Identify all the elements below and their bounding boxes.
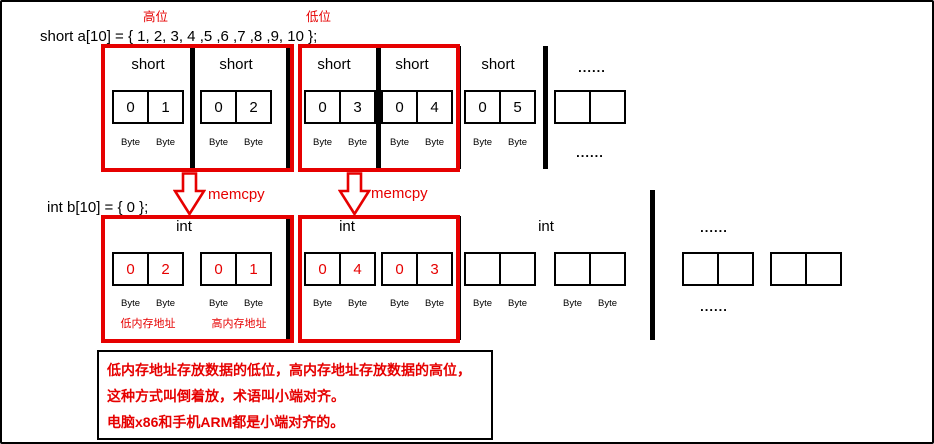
byte-cell (717, 252, 754, 286)
byte-cell (554, 252, 591, 286)
byte-cell (464, 252, 501, 286)
byte-unit-label: Byte (562, 298, 583, 309)
byte-cell: 0 (381, 90, 418, 124)
byte-unit-label: Byte (120, 137, 141, 148)
byte-unit-label: Byte (424, 137, 445, 148)
byte-cell: 0 (304, 90, 341, 124)
high-address-label: 高内存地址 (211, 318, 267, 330)
byte-unit-label: Byte (507, 137, 528, 148)
byte-unit-label: Byte (507, 298, 528, 309)
byte-cell: 4 (416, 90, 453, 124)
note-line-3: 电脑x86和手机ARM都是小端对齐的。 (107, 414, 345, 430)
memory-type-label: short (481, 56, 515, 73)
byte-unit-label: Byte (347, 137, 368, 148)
byte-unit-label: Byte (155, 298, 176, 309)
byte-unit-label: Byte (155, 137, 176, 148)
memcpy-label-left: memcpy (208, 186, 265, 203)
byte-cell (682, 252, 719, 286)
byte-cell: 0 (112, 90, 149, 124)
byte-cell: 3 (339, 90, 376, 124)
short-row-type-ellipsis: ...... (578, 60, 606, 75)
byte-cell: 0 (112, 252, 149, 286)
memory-divider-line (286, 46, 291, 169)
int-row-byte-ellipsis: ...... (700, 299, 728, 314)
low-address-label: 低内存地址 (120, 318, 176, 330)
byte-cell (499, 252, 536, 286)
note-line-2: 这种方式叫倒着放，术语叫小端对齐。 (107, 388, 345, 404)
byte-unit-label: Byte (120, 298, 141, 309)
memory-type-label: int (176, 218, 192, 235)
memory-type-label: int (339, 218, 355, 235)
short-array-declaration: short a[10] = { 1, 2, 3, 4 ,5 ,6 ,7 ,8 ,… (40, 28, 318, 45)
memory-type-label: short (395, 56, 429, 73)
byte-cell (589, 252, 626, 286)
byte-cell (805, 252, 842, 286)
memory-type-label: short (131, 56, 165, 73)
byte-cell (589, 90, 626, 124)
byte-cell: 0 (381, 252, 418, 286)
high-order-label: 高位 (143, 10, 169, 24)
byte-cell: 0 (464, 90, 501, 124)
byte-cell: 3 (416, 252, 453, 286)
note-box: 低内存地址存放数据的低位，高内存地址存放数据的高位， 这种方式叫倒着放，术语叫小… (97, 350, 493, 440)
byte-unit-label: Byte (389, 298, 410, 309)
byte-unit-label: Byte (597, 298, 618, 309)
low-order-label: 低位 (306, 10, 332, 24)
memory-type-label: int (538, 218, 554, 235)
byte-unit-label: Byte (389, 137, 410, 148)
memory-type-label: short (219, 56, 253, 73)
memory-divider-line (543, 46, 548, 169)
byte-cell: 4 (339, 252, 376, 286)
memcpy-arrow-icon-left (173, 172, 206, 216)
byte-cell: 2 (235, 90, 272, 124)
byte-unit-label: Byte (347, 298, 368, 309)
memory-divider-line (650, 190, 655, 340)
byte-cell: 1 (147, 90, 184, 124)
memory-type-label: short (317, 56, 351, 73)
byte-unit-label: Byte (472, 298, 493, 309)
byte-cell (770, 252, 807, 286)
memory-divider-line (376, 46, 381, 169)
byte-cell: 0 (200, 252, 237, 286)
memory-divider-line (286, 216, 291, 340)
memory-divider-line (456, 46, 461, 169)
byte-unit-label: Byte (243, 298, 264, 309)
byte-cell (554, 90, 591, 124)
short-row-byte-ellipsis: ...... (576, 145, 604, 160)
byte-cell: 1 (235, 252, 272, 286)
byte-unit-label: Byte (312, 137, 333, 148)
byte-cell: 2 (147, 252, 184, 286)
byte-unit-label: Byte (312, 298, 333, 309)
byte-unit-label: Byte (424, 298, 445, 309)
byte-unit-label: Byte (208, 298, 229, 309)
byte-cell: 0 (200, 90, 237, 124)
byte-cell: 5 (499, 90, 536, 124)
note-line-1: 低内存地址存放数据的低位，高内存地址存放数据的高位， (107, 362, 471, 378)
memory-divider-line (456, 216, 461, 340)
int-row-type-ellipsis: ...... (700, 220, 728, 235)
memcpy-arrow-icon-right (338, 172, 371, 216)
byte-unit-label: Byte (208, 137, 229, 148)
memcpy-label-right: memcpy (371, 185, 428, 202)
int-array-declaration: int b[10] = { 0 }; (47, 199, 149, 216)
byte-cell: 0 (304, 252, 341, 286)
byte-unit-label: Byte (472, 137, 493, 148)
memory-divider-line (190, 46, 195, 169)
byte-unit-label: Byte (243, 137, 264, 148)
